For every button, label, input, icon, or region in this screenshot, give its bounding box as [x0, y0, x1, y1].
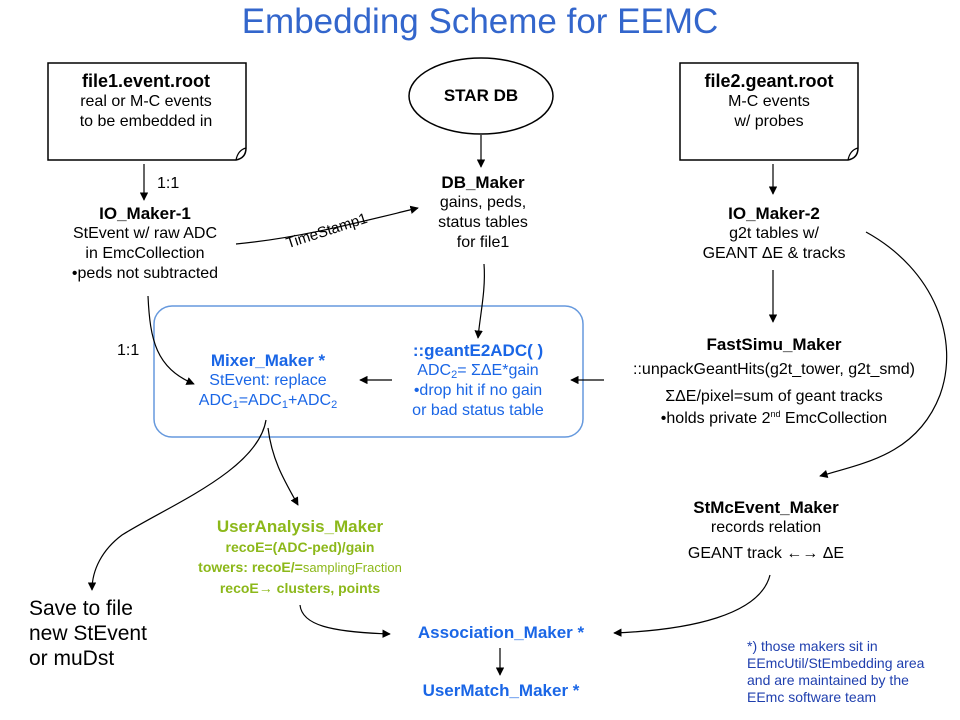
footnote: *) those makers sit in EEmcUtil/StEmbedd… — [747, 638, 957, 706]
save-line: new StEvent — [29, 622, 147, 645]
footnote-line: and are maintained by the — [747, 672, 909, 688]
arrow-io2-to-stmcevent — [819, 231, 948, 479]
stmcevent-line2: GEANT track ←→ ΔE — [687, 545, 845, 562]
stmcevent-maker-name: StMcEvent_Maker — [693, 498, 839, 517]
star-db-label: STAR DB — [443, 86, 519, 105]
save-to-file: Save to file new StEvent or muDst — [29, 596, 147, 671]
arrow-db-to-geant — [474, 263, 485, 339]
arrow-mixer-to-useranalysis — [267, 427, 299, 506]
useranalysis-line3: recoE→ clusters, points — [219, 580, 381, 596]
arrow-stmcevent-to-association — [613, 574, 771, 637]
io-maker-1-line: •peds not subtracted — [71, 265, 219, 282]
delta-symbol: Δ — [761, 245, 773, 262]
footnote-line: EEmcUtil/StEmbedding area — [747, 655, 925, 671]
db-maker-line: status tables — [438, 214, 528, 231]
arrow-useranalysis-to-association — [299, 604, 391, 638]
file2-box: file2.geant.root M-C events w/ probes — [680, 70, 858, 132]
db-maker-line: gains, peds, — [439, 194, 527, 211]
io-maker-2: IO_Maker-2 g2t tables w/ GEANT ΔE & trac… — [676, 203, 872, 264]
ratio-label-top: 1:1 — [157, 175, 180, 192]
association-maker: Association_Maker * — [417, 623, 585, 642]
save-line: Save to file — [29, 597, 133, 620]
stmcevent-line1: records relation — [710, 519, 822, 536]
io-maker-1-line: in EmcCollection — [85, 245, 205, 262]
file1-name: file1.event.root — [81, 71, 211, 91]
arrow-io1-to-db-timestamp — [235, 205, 419, 245]
geant-e2adc: ::geantE2ADC( ) ADC2= ΣΔE*gain •drop hit… — [386, 340, 570, 421]
geant-e2adc-line2: •drop hit if no gain — [413, 382, 543, 399]
db-maker-name: DB_Maker — [441, 173, 525, 192]
io-maker-1-line: StEvent w/ raw ADC — [72, 225, 218, 242]
file1-line: to be embedded in — [79, 113, 213, 130]
file2-line: w/ probes — [734, 113, 804, 130]
file1-page-curl — [235, 147, 247, 161]
file1-box: file1.event.root real or M-C events to b… — [48, 70, 244, 132]
arrow-io1-to-mixer — [147, 295, 195, 385]
db-maker: DB_Maker gains, peds, status tables for … — [408, 172, 558, 253]
page-title: Embedding Scheme for EEMC — [241, 2, 719, 41]
footnote-line: EEmc software team — [747, 689, 877, 705]
file2-name: file2.geant.root — [704, 71, 834, 91]
useranalysis-maker: UserAnalysis_Maker recoE=(ADC-ped)/gain … — [168, 516, 432, 598]
fastsimu-line2: ΣΔE/pixel=sum of geant tracks — [665, 388, 883, 405]
arrow-mixer-to-save — [87, 419, 267, 591]
geant-e2adc-line3: or bad status table — [412, 402, 544, 419]
io-maker-2-line1: g2t tables w/ — [729, 225, 819, 242]
io-maker-2-line2: GEANT ΔE & tracks — [702, 245, 846, 262]
file2-page-curl — [847, 147, 859, 161]
geant-e2adc-name: ::geantE2ADC( ) — [412, 341, 544, 360]
mixer-maker-line1: StEvent: replace — [209, 372, 327, 389]
geant-e2adc-formula: ADC2= ΣΔE*gain — [417, 362, 539, 381]
fastsimu-maker: FastSimu_Maker ::unpackGeantHits(g2t_tow… — [598, 334, 950, 429]
file1-line: real or M-C events — [80, 93, 212, 110]
useranalysis-line1: recoE=(ADC-ped)/gain — [225, 539, 375, 555]
mixer-maker-name: Mixer_Maker * — [210, 351, 326, 370]
fastsimu-line1: ::unpackGeantHits(g2t_tower, g2t_smd) — [633, 361, 915, 378]
ratio-label-left: 1:1 — [117, 342, 140, 359]
mixer-group-box — [153, 305, 584, 438]
io-maker-1: IO_Maker-1 StEvent w/ raw ADC in EmcColl… — [40, 203, 250, 284]
file2-line: M-C events — [728, 93, 810, 110]
fastsimu-line3: •holds private 2nd EmcCollection — [660, 409, 888, 428]
stmcevent-maker: StMcEvent_Maker records relation GEANT t… — [668, 497, 864, 564]
useranalysis-line2: towers: recoE/=samplingFraction — [198, 559, 402, 575]
io-maker-2-name: IO_Maker-2 — [728, 204, 820, 223]
save-line: or muDst — [29, 647, 115, 670]
io-maker-1-name: IO_Maker-1 — [99, 204, 191, 223]
fastsimu-maker-name: FastSimu_Maker — [706, 335, 842, 354]
mixer-maker-formula: ADC1=ADC1+ADC2 — [198, 392, 338, 411]
footnote-line: *) those makers sit in — [747, 638, 878, 654]
useranalysis-maker-name: UserAnalysis_Maker — [216, 517, 384, 536]
star-db-ellipse — [408, 57, 554, 135]
mixer-maker: Mixer_Maker * StEvent: replace ADC1=ADC1… — [178, 350, 358, 411]
db-maker-line: for file1 — [456, 234, 510, 251]
usermatch-maker: UserMatch_Maker * — [422, 681, 580, 700]
